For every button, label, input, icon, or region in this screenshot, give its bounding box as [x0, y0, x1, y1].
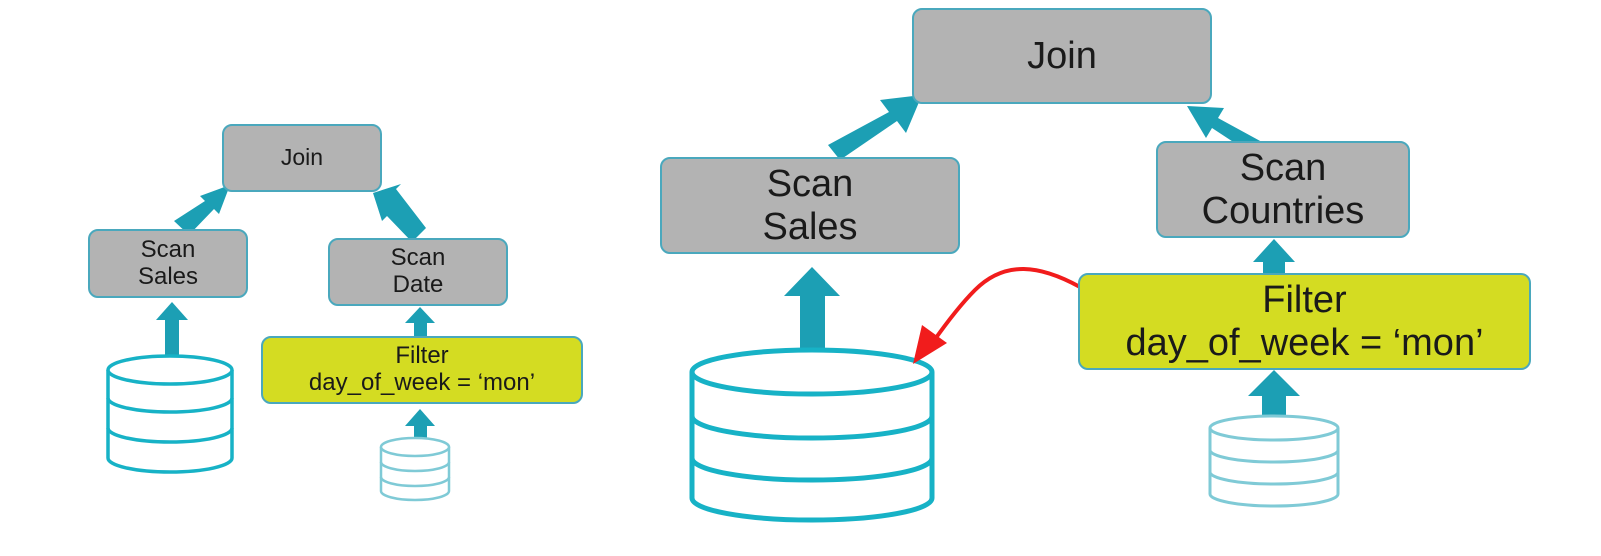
left-scan-sales-line1: Scan: [140, 235, 196, 263]
left-arrow-db-to-scan-sales: [156, 302, 188, 360]
right-scan-sales-node: Scan Sales: [660, 157, 960, 254]
left-scan-date-line1: Scan: [390, 244, 446, 272]
right-arrow-sales-to-join: [828, 95, 922, 160]
right-arrow-db-to-scan-sales: [784, 267, 840, 354]
right-scan-sales-line2: Sales: [762, 205, 858, 248]
right-sales-database-icon: [689, 347, 935, 523]
right-filter-line1: Filter: [1262, 278, 1347, 321]
left-sales-database-icon: [106, 354, 234, 474]
right-filter-node: Filter day_of_week = ‘mon’: [1078, 273, 1531, 370]
left-scan-sales-node: Scan Sales: [88, 229, 248, 298]
left-scan-date-line2: Date: [392, 271, 444, 298]
right-join-node: Join: [912, 8, 1212, 104]
right-join-label: Join: [1027, 34, 1097, 77]
right-scan-countries-node: Scan Countries: [1156, 141, 1410, 238]
right-scan-sales-line1: Scan: [766, 162, 854, 205]
right-arrow-countries-to-join: [1187, 106, 1262, 151]
left-join-node: Join: [222, 124, 382, 192]
right-countries-database-icon: [1208, 414, 1340, 508]
left-scan-sales-line2: Sales: [137, 262, 199, 290]
right-scan-countries-line1: Scan: [1239, 146, 1327, 189]
left-join-label: Join: [280, 144, 324, 171]
left-arrow-filter-to-scan-date: [405, 307, 435, 339]
left-arrow-sales-to-join: [174, 185, 230, 235]
right-scan-countries-line2: Countries: [1201, 189, 1365, 232]
left-date-database-icon: [379, 436, 451, 502]
left-filter-line2: day_of_week = ‘mon’: [308, 369, 536, 396]
left-filter-node: Filter day_of_week = ‘mon’: [261, 336, 583, 404]
left-scan-date-node: Scan Date: [328, 238, 508, 306]
left-filter-line1: Filter: [395, 342, 449, 370]
right-arrow-filter-to-scan-countries: [1253, 239, 1295, 276]
left-arrow-date-to-join: [373, 184, 426, 242]
right-filter-line2: day_of_week = ‘mon’: [1125, 321, 1484, 364]
pushdown-arrow-icon: [913, 267, 1081, 364]
